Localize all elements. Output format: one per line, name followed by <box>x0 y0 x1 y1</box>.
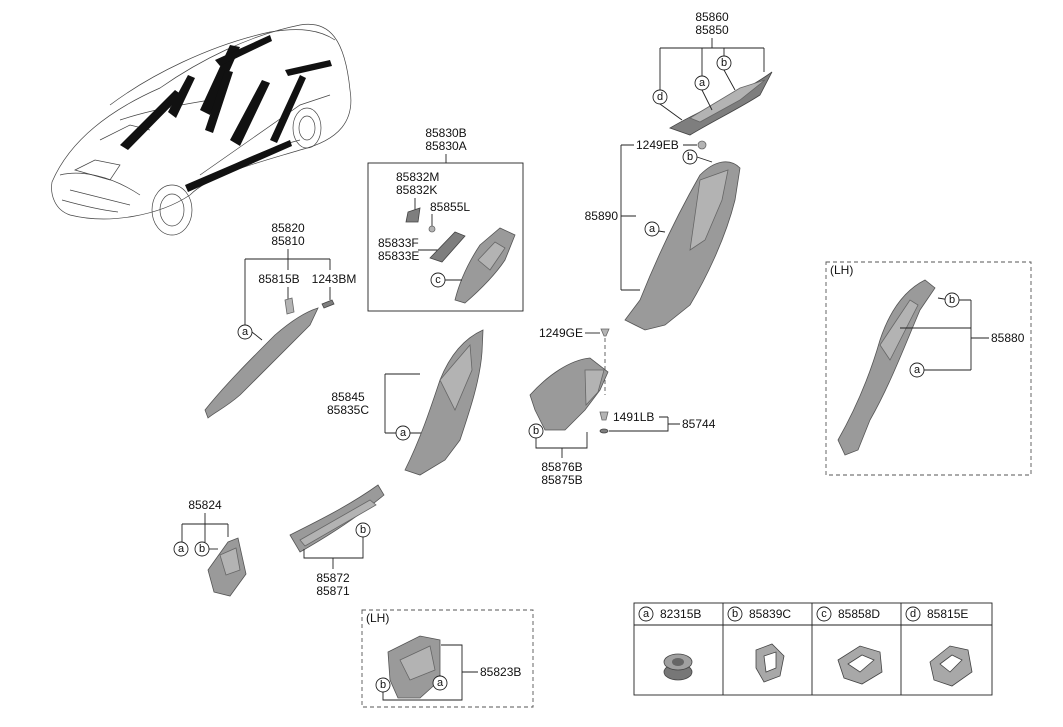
group-85872: b 85872 85871 <box>289 484 385 598</box>
legend-key-a: a <box>643 608 650 620</box>
box-85830 <box>367 162 524 312</box>
label-85880: 85880 <box>991 331 1025 345</box>
legend-key-c: c <box>821 608 827 620</box>
label-85872: 85872 <box>316 571 350 585</box>
part-85860-detail <box>689 79 766 123</box>
label-85833E: 85833E <box>378 249 419 263</box>
group-85860: 85860 85850 d a b <box>652 10 773 136</box>
legend-cell-a: a 82315B <box>638 606 701 681</box>
part-85832 <box>405 207 421 223</box>
part-85820-shape <box>204 307 319 419</box>
callout-a: a <box>178 543 185 555</box>
label-85830A: 85830A <box>425 139 466 153</box>
label-1491LB: 1491LB <box>613 410 654 424</box>
legend-part-82315B: 82315B <box>660 607 701 621</box>
label-85824: 85824 <box>188 498 222 512</box>
callout-b: b <box>949 294 955 306</box>
group-85880: (LH) b a 85880 <box>825 261 1032 476</box>
callout-a: a <box>914 364 921 376</box>
callout-d: d <box>657 91 663 103</box>
label-85850: 85850 <box>695 23 729 37</box>
legend-cell-b: b 85839C <box>727 606 791 683</box>
legend-table: a 82315B b 85839C c 85858D d 85815E <box>633 602 993 696</box>
group-85876: 1249GE b 85876B 85875B 1491LB 85744 <box>528 326 716 487</box>
label-85815B: 85815B <box>258 272 299 286</box>
callout-b: b <box>360 524 366 536</box>
label-85744: 85744 <box>682 417 716 431</box>
legend-cell-d: d 85815E <box>905 606 973 687</box>
part-85845-shape <box>404 329 484 476</box>
label-85810: 85810 <box>271 234 305 248</box>
callout-b: b <box>380 679 386 691</box>
label-85860: 85860 <box>695 10 729 24</box>
callout-b: b <box>721 57 727 69</box>
group-85820: 85820 85810 85815B 1243BM a <box>204 221 357 419</box>
label-85871: 85871 <box>316 584 350 598</box>
part-85833 <box>429 231 466 263</box>
callout-b: b <box>533 425 539 437</box>
legend-key-b: b <box>732 608 738 620</box>
callout-b: b <box>199 543 205 555</box>
label-1249GE: 1249GE <box>539 326 583 340</box>
lh-box-85880 <box>825 261 1032 476</box>
legend-part-85858D: 85858D <box>838 607 880 621</box>
callout-a: a <box>649 223 656 235</box>
callout-a: a <box>242 326 249 338</box>
lh-label-85880: (LH) <box>830 263 853 277</box>
legend-part-85815E: 85815E <box>927 607 968 621</box>
legend-part-85839C: 85839C <box>749 607 791 621</box>
label-85832M: 85832M <box>396 170 439 184</box>
part-85890-face <box>689 169 729 251</box>
label-85830B: 85830B <box>425 126 466 140</box>
label-1243BM: 1243BM <box>312 272 357 286</box>
group-85830: 85830B 85830A 85832M 85832K 85855L 85833… <box>367 126 524 312</box>
label-85875B: 85875B <box>541 473 582 487</box>
label-85833F: 85833F <box>378 236 419 250</box>
lh-label-85823B: (LH) <box>366 611 389 625</box>
callout-a: a <box>699 77 706 89</box>
group-85823B: (LH) b a 85823B <box>361 609 534 708</box>
callout-c: c <box>435 274 441 286</box>
group-85845: 85845 85835C a <box>327 329 484 476</box>
label-85876B: 85876B <box>541 460 582 474</box>
callout-a: a <box>437 677 444 689</box>
group-85824: 85824 a b <box>173 498 247 597</box>
legend-cell-c: c 85858D <box>816 606 883 685</box>
car-illustration <box>51 23 352 236</box>
label-85890: 85890 <box>585 209 619 223</box>
part-85880-shape <box>837 279 936 456</box>
callout-b: b <box>687 151 693 163</box>
lh-box-85823B <box>361 609 534 708</box>
label-85820: 85820 <box>271 221 305 235</box>
label-1249EB: 1249EB <box>636 138 679 152</box>
group-85890: 1249EB b 85890 a <box>585 138 741 331</box>
label-85832K: 85832K <box>396 183 437 197</box>
label-85855L: 85855L <box>430 200 470 214</box>
label-85823B: 85823B <box>480 665 521 679</box>
label-85835C: 85835C <box>327 403 369 417</box>
label-85845: 85845 <box>331 390 365 404</box>
legend-key-d: d <box>910 608 916 620</box>
callout-a: a <box>400 427 407 439</box>
